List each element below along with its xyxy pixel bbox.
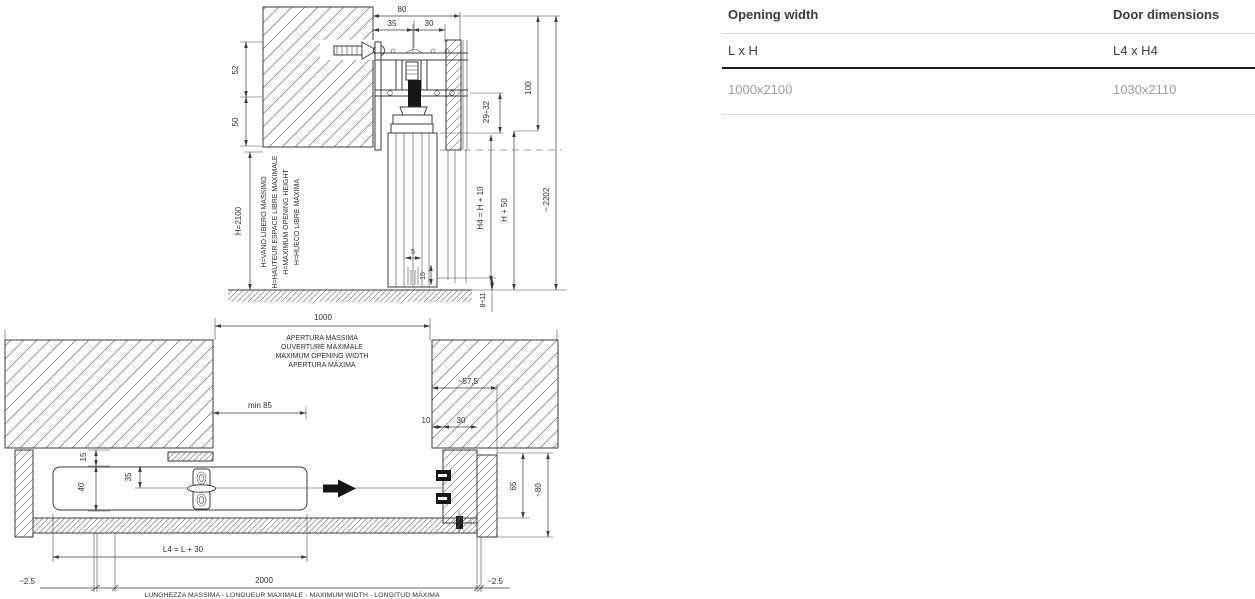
dim-15-plan: 15 <box>79 452 88 461</box>
dim-5: 5 <box>411 249 415 256</box>
door-panel-section: 5 15 <box>387 132 438 288</box>
overall-length-dim: ~2.5 2000 ~2.5 <box>19 533 510 592</box>
dim-100: 100 <box>524 81 533 95</box>
door-dimensions-formula: L4 x H4 <box>1113 43 1158 58</box>
dim-65: 65 <box>509 481 518 490</box>
dim-h50: H + 50 <box>500 198 509 222</box>
dim-50: 50 <box>231 117 240 126</box>
jamb-post-right <box>476 454 498 538</box>
dim-2202: ~ 2202 <box>542 187 551 212</box>
table-value-row: 1000x2100 1030x2110 <box>700 82 1255 104</box>
door-dimensions-value: 1030x2110 <box>1113 82 1177 97</box>
dim-57-5: ~57,5 <box>458 377 479 386</box>
dim-l4: L4 = L + 30 <box>163 545 204 554</box>
plan-section-drawing: 1000 APERTURA MASSIMA OUVERTURE MAXIMALE… <box>4 313 559 599</box>
dim-10: 10 <box>422 416 431 425</box>
dim-29-32: 29÷32 <box>482 100 491 123</box>
floor-hatch <box>228 289 567 302</box>
dim-1000: 1000 <box>314 313 332 322</box>
wall-plan-left <box>4 339 214 449</box>
table-divider-dark <box>722 67 1255 69</box>
label-apertura-fr: OUVERTURE MAXIMALE <box>281 344 363 351</box>
table-subheader-row: L x H L4 x H4 <box>700 43 1255 65</box>
dim-min85: min 85 <box>248 401 273 410</box>
spec-table: Opening width Door dimensions L x H L4 x… <box>700 0 1255 130</box>
dim-h2100: H=2100 <box>234 206 243 235</box>
label-h-es: H=HUECO LIBRE MÁXIMA <box>292 179 301 265</box>
dim-15-guide: 15 <box>420 272 427 280</box>
dim-8-11: 8÷11 <box>480 292 487 307</box>
dim-80-plan: ~80 <box>534 483 543 497</box>
label-h-fr: H=HAUTEUR ESPACE LIBRE MAXIMALE <box>272 155 279 288</box>
label-apertura-es: APERTURA MÁXIMA <box>288 360 355 369</box>
vertical-section-drawing: 80 35 30 <box>228 5 567 312</box>
dim-30-plan: 30 <box>457 416 466 425</box>
table-divider-top <box>722 33 1255 34</box>
track-assembly <box>374 20 468 151</box>
label-h-it: H=VANO LIBERO MASSIMO <box>261 176 268 268</box>
door-panel-plan <box>52 466 443 511</box>
dim-40: 40 <box>77 482 86 491</box>
cassette-front-strip <box>167 451 214 462</box>
cassette-back-strip <box>32 517 478 534</box>
opening-width-formula: L x H <box>728 43 758 58</box>
cassette-end-strip <box>14 449 34 538</box>
dim-35-plan: 35 <box>124 472 133 481</box>
dim-2000: 2000 <box>255 576 273 585</box>
wall-anchor-screw <box>320 40 385 60</box>
opening-width-value: 1000x2100 <box>728 82 793 97</box>
dim-2-5-right: ~2.5 <box>487 577 503 586</box>
label-apertura-en: MAXIMUM OPENING WIDTH <box>276 353 369 360</box>
table-divider-bottom <box>722 114 1255 115</box>
col-opening-width-header: Opening width <box>728 7 819 22</box>
slide-direction-arrow <box>323 479 356 498</box>
dim-80: 80 <box>398 5 407 14</box>
roller-body <box>408 80 421 107</box>
dim-52: 52 <box>231 65 240 74</box>
jamb-post-left <box>442 449 478 524</box>
technical-drawing: 80 35 30 <box>4 5 567 599</box>
dim-30: 30 <box>425 19 434 28</box>
label-apertura-it: APERTURA MASSIMA <box>286 335 358 342</box>
table-header-row: Opening width Door dimensions <box>700 7 1255 29</box>
wall-plan-right <box>431 339 559 449</box>
length-caption: LUNGHEZZA MASSIMA - LONGUEUR MAXIMALE - … <box>144 590 440 599</box>
col-door-dimensions-header: Door dimensions <box>1113 7 1220 22</box>
dim-2-5-left: ~2.5 <box>19 577 35 586</box>
dim-35: 35 <box>388 19 397 28</box>
dim-h4: H4 = H + 10 <box>476 186 485 230</box>
label-h-en: H=MAXIMUM OPENING HEIGHT <box>283 168 290 274</box>
